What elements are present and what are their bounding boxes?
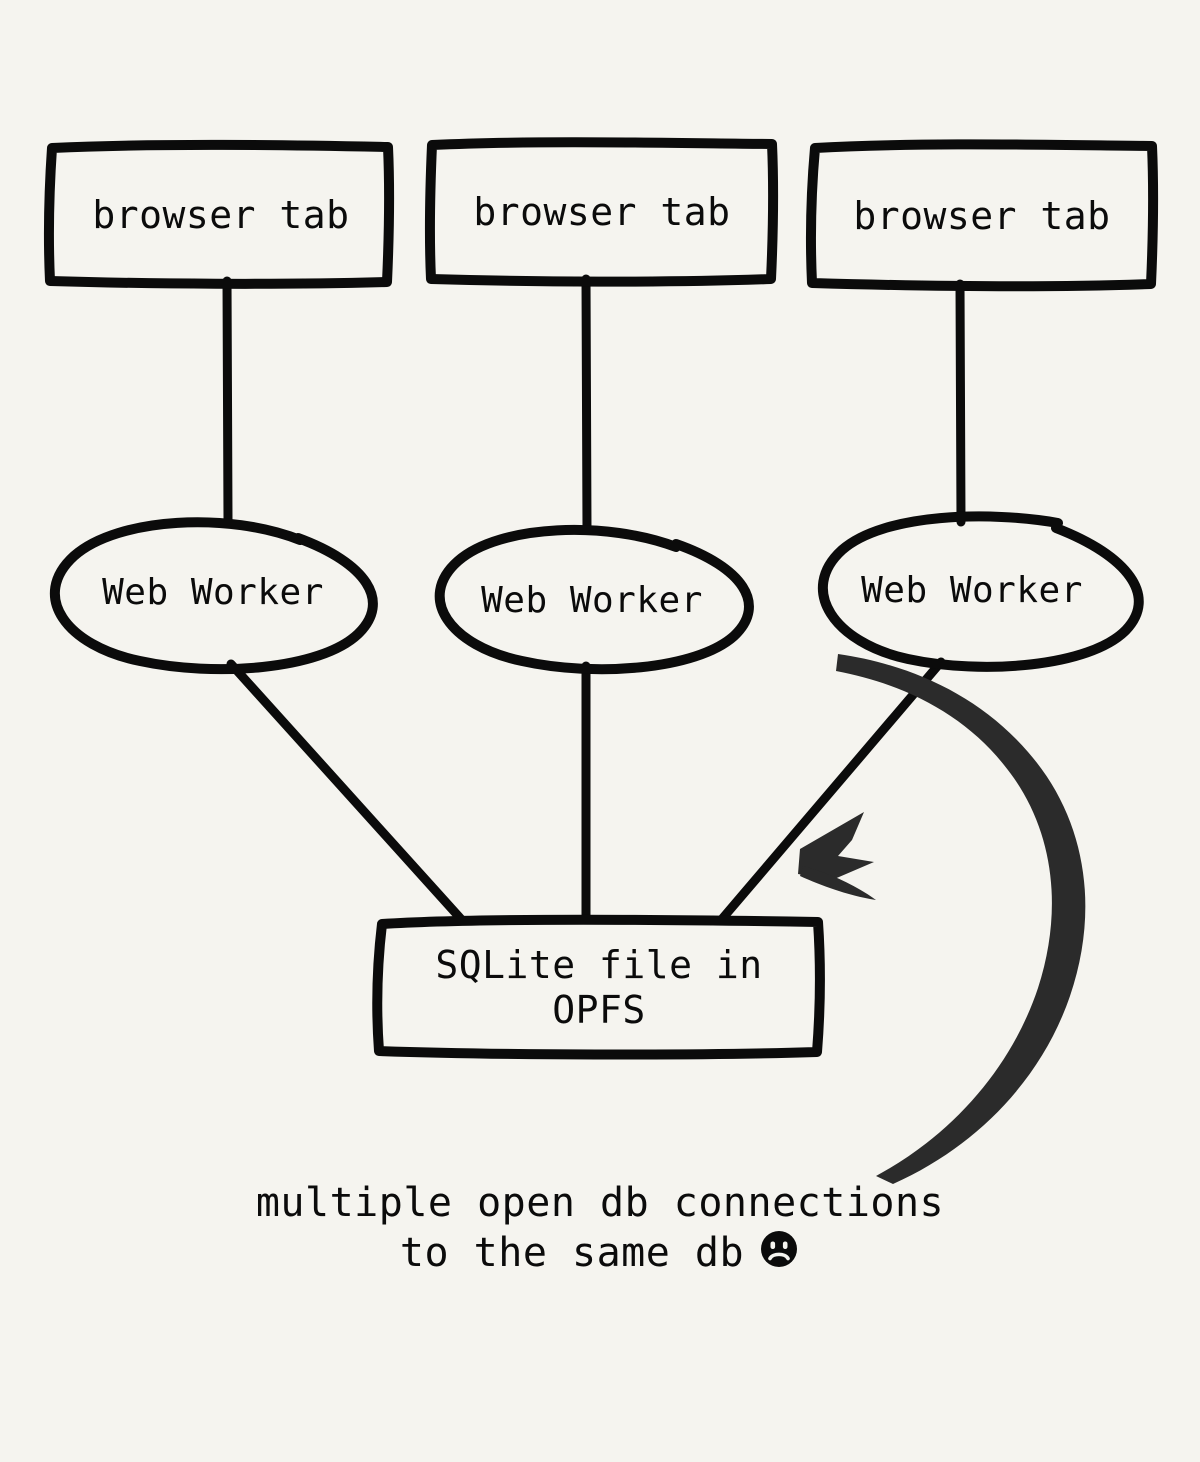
connector-group-tab-worker: [222, 274, 966, 535]
connector-tab-2-to-worker-2: [581, 274, 592, 535]
worker-ellipse-2: [434, 524, 754, 675]
caption-line-2-wrap: to the same db: [0, 1228, 1200, 1282]
caption-line-2: to the same db: [399, 1230, 745, 1276]
tab-box-3: [806, 139, 1159, 292]
connector-tab-3-to-worker-3: [955, 279, 966, 527]
connector-worker-1-to-store: [226, 659, 466, 924]
caption: multiple open db connections to the same…: [0, 1178, 1200, 1282]
connector-worker-3-to-store: [717, 657, 946, 924]
annotation-arrow: [798, 654, 1086, 1184]
worker-ellipse-group: [50, 511, 1144, 675]
tab-box-1: [43, 139, 395, 289]
store-box-group: [372, 914, 825, 1060]
worker-ellipse-1: [50, 517, 378, 675]
caption-line-1: multiple open db connections: [255, 1180, 945, 1226]
sad-face-icon: [758, 1228, 800, 1282]
worker-ellipse-3: [818, 511, 1144, 672]
arrow-head: [798, 812, 874, 880]
tab-box-2: [424, 137, 779, 287]
connector-tab-1-to-worker-1: [222, 276, 233, 524]
tab-box-group: [43, 137, 1159, 292]
arrow-head-barb: [800, 866, 876, 900]
arrow-shaft: [836, 654, 1086, 1184]
connector-group-worker-store: [226, 657, 946, 924]
store-box: [372, 914, 825, 1060]
